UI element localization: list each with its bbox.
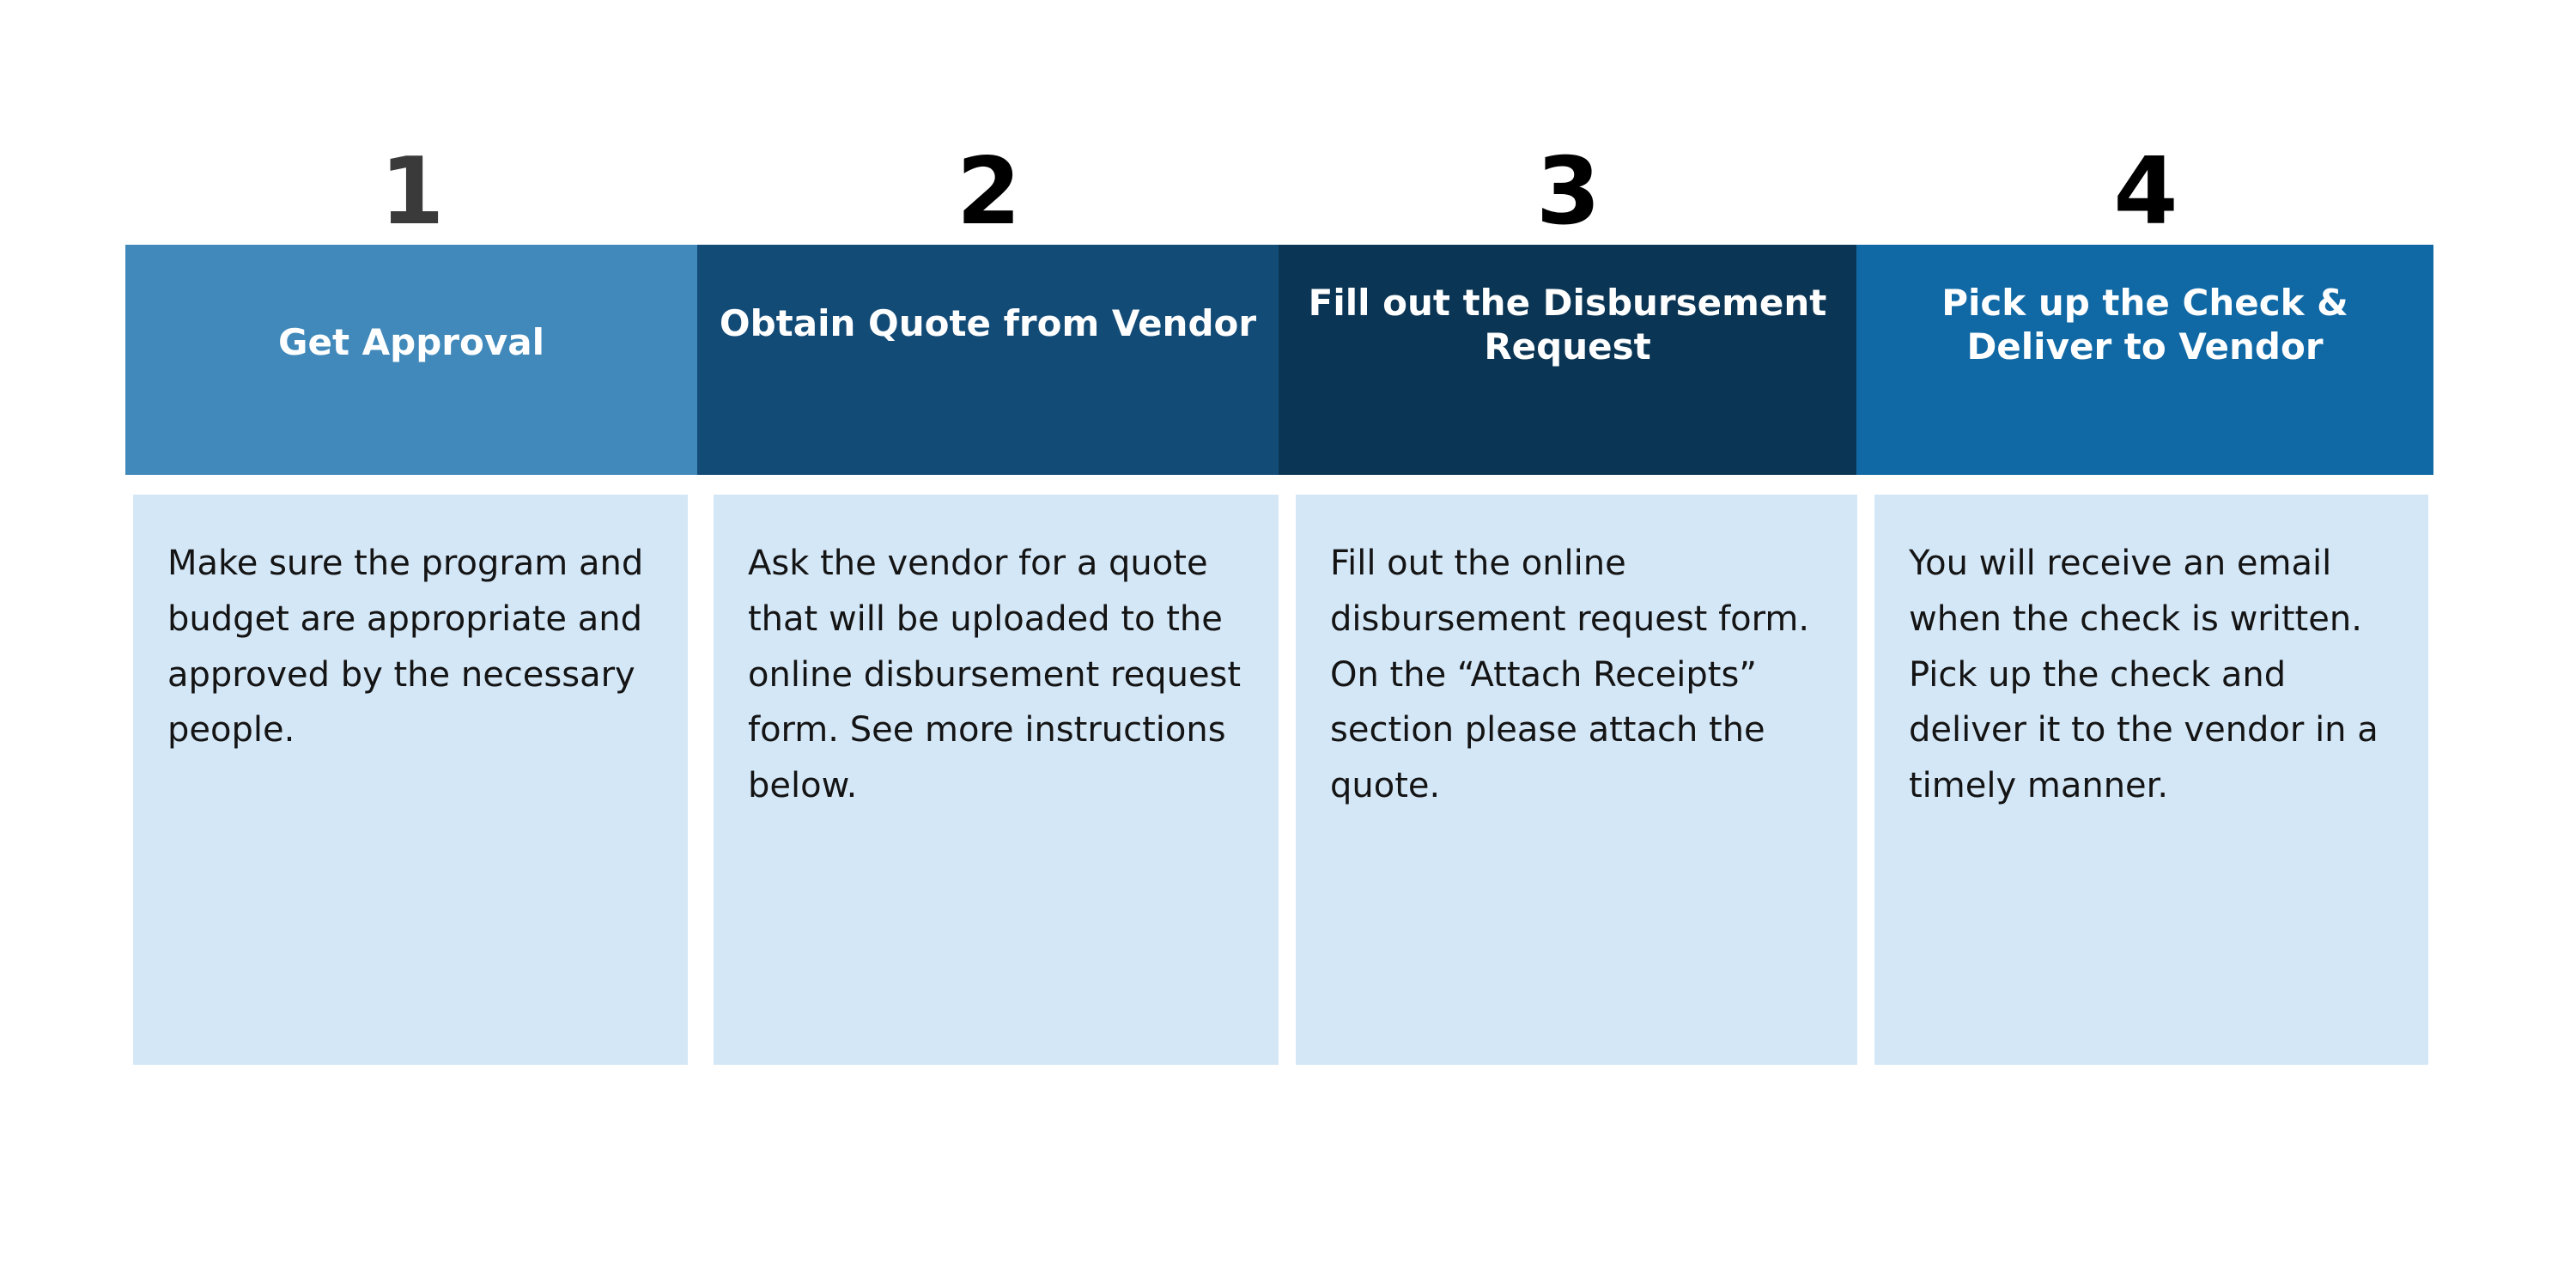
step-number-1: 1 [380, 138, 444, 246]
step-header-1: Get Approval [125, 245, 697, 475]
step-bodies-row: Make sure the program and budget are app… [133, 495, 2428, 1065]
step-title-3: Fill out the Disbursement Request [1308, 282, 1827, 368]
step-number-cell-1: 1 [125, 101, 697, 239]
step-number-cell-2: 2 [697, 101, 1279, 239]
step-number-cell-4: 4 [1856, 101, 2433, 239]
step-number-4: 4 [2113, 138, 2178, 246]
step-header-2: Obtain Quote from Vendor [697, 245, 1279, 475]
step-headers-row: Get Approval Obtain Quote from Vendor Fi… [125, 245, 2433, 475]
step-title-1: Get Approval [278, 321, 544, 363]
step-body-box-3: Fill out the online disbursement request… [1296, 495, 1857, 1065]
step-body-box-4: You will receive an email when the check… [1874, 495, 2428, 1065]
step-header-4: Pick up the Check & Deliver to Vendor [1856, 245, 2433, 475]
step-title-4: Pick up the Check & Deliver to Vendor [1941, 282, 2348, 368]
step-number-cell-3: 3 [1279, 101, 1856, 239]
step-title-2: Obtain Quote from Vendor [719, 302, 1257, 344]
step-body-text-1: Make sure the program and budget are app… [167, 544, 644, 750]
step-number-3: 3 [1535, 138, 1601, 246]
step-body-box-1: Make sure the program and budget are app… [133, 495, 688, 1065]
step-body-text-4: You will receive an email when the check… [1909, 544, 2379, 806]
step-number-2: 2 [956, 138, 1021, 246]
step-header-3: Fill out the Disbursement Request [1279, 245, 1856, 475]
step-numbers-row: 1 2 3 4 [125, 101, 2433, 239]
step-body-text-2: Ask the vendor for a quote that will be … [748, 544, 1242, 806]
step-body-box-2: Ask the vendor for a quote that will be … [714, 495, 1279, 1065]
step-body-text-3: Fill out the online disbursement request… [1330, 544, 1810, 806]
